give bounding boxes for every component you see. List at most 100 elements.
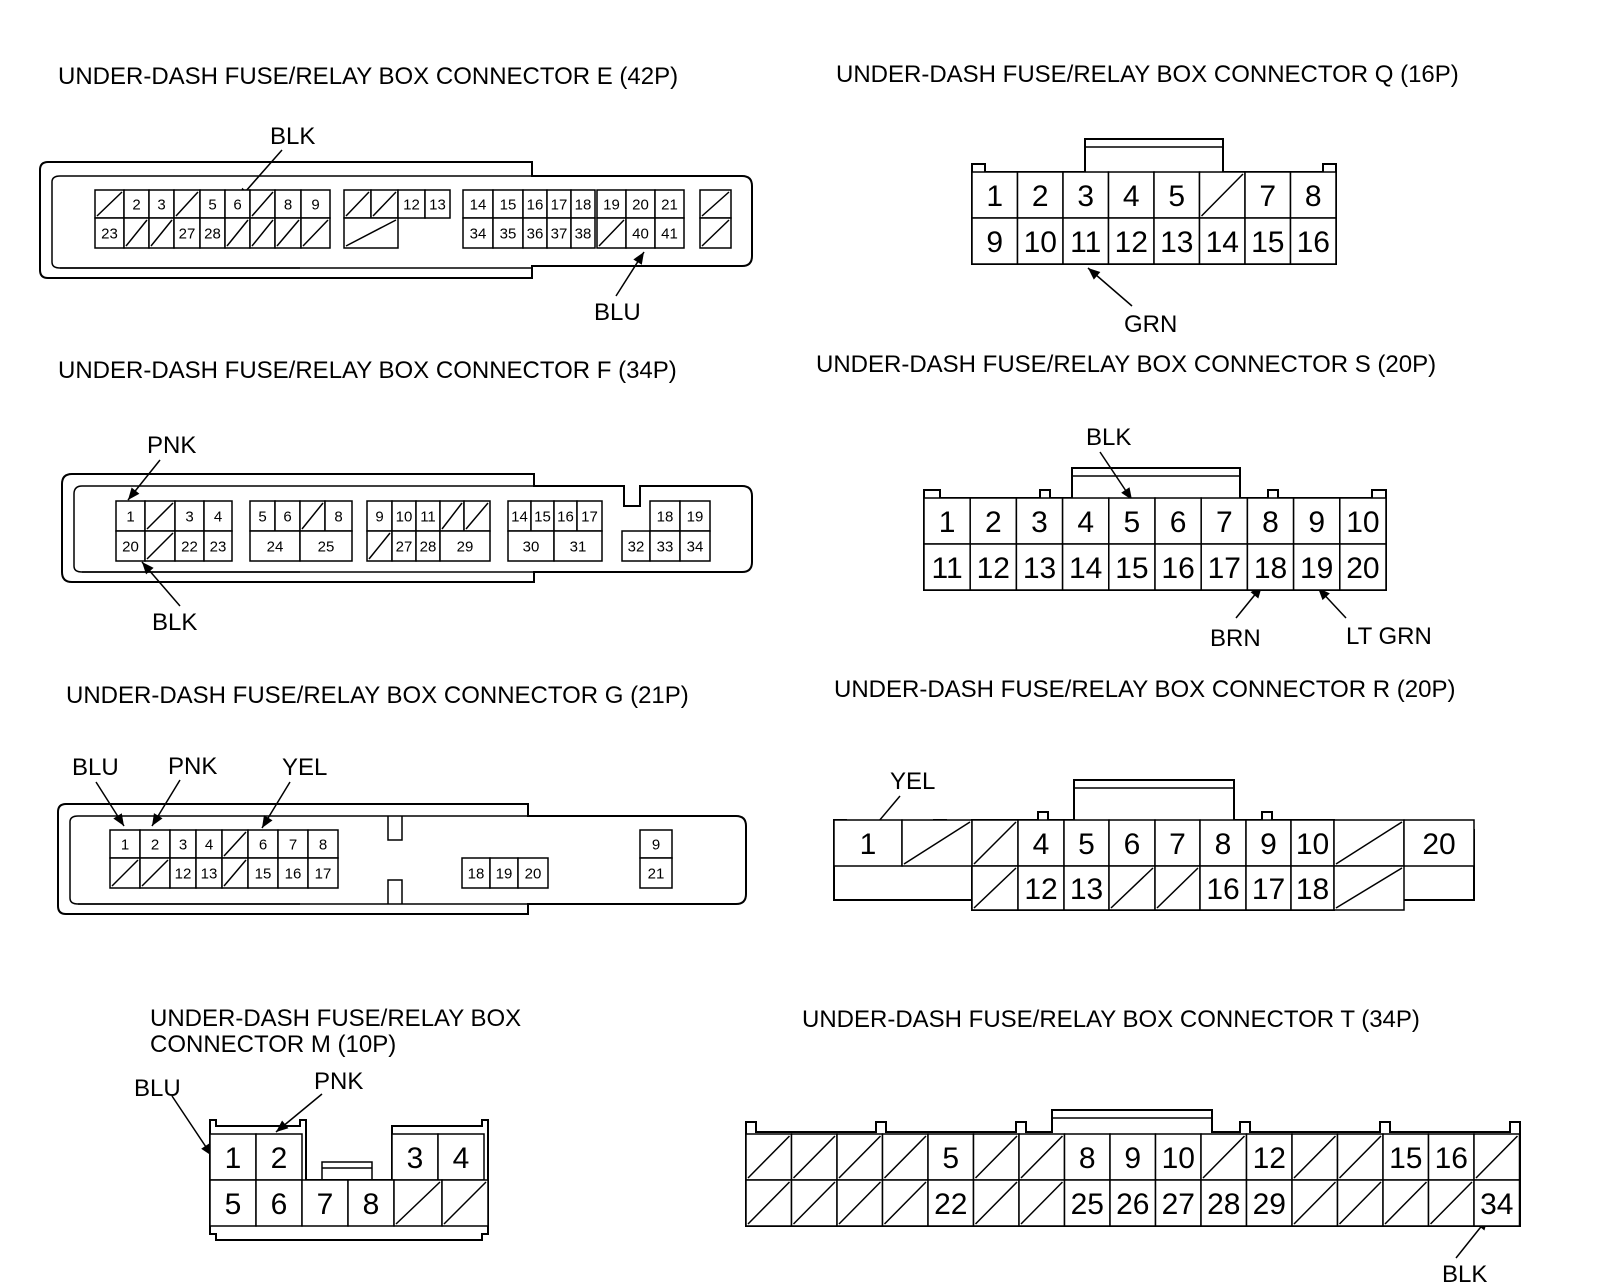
- terminal-cell: 1: [109, 829, 141, 859]
- terminal-s-11: 11: [932, 552, 963, 585]
- terminal-box: [492, 189, 524, 219]
- terminal-f-25: 25: [318, 538, 335, 555]
- connector-g-slot-top: [387, 816, 403, 841]
- terminal-f-3: 3: [185, 508, 193, 525]
- terminal-t-29: 29: [1253, 1188, 1286, 1221]
- terminal-cell: 5: [927, 1133, 975, 1181]
- terminal-cell: [790, 1179, 838, 1227]
- unused-terminal-slash: [223, 859, 247, 887]
- terminal-box: [1109, 1179, 1157, 1227]
- terminal-q-8: 8: [1305, 180, 1322, 213]
- connector-g-slot-bottom: [387, 879, 403, 904]
- terminal-cell: 9: [971, 217, 1019, 265]
- terminal-cell: [1200, 1133, 1248, 1181]
- terminal-g-20: 20: [525, 865, 542, 882]
- terminal-cell: 20: [115, 530, 146, 562]
- unused-terminal-slash: [465, 502, 489, 530]
- terminal-cell: 6: [1154, 497, 1202, 545]
- terminal-e-21: 21: [661, 196, 678, 213]
- terminal-box: [1403, 819, 1475, 867]
- wire-label-g-yel: YEL: [282, 754, 327, 781]
- terminal-f-4: 4: [214, 508, 222, 525]
- terminal-cell: 1: [833, 819, 903, 867]
- leader-s-blk-head: [1121, 487, 1132, 500]
- terminal-cell: 1: [209, 1133, 257, 1181]
- terminal-box: [169, 857, 197, 889]
- terminal-cell: 15: [247, 857, 279, 889]
- terminal-cell: 20: [517, 857, 549, 889]
- terminal-box: [625, 217, 656, 249]
- title-connector-e: UNDER-DASH FUSE/RELAY BOX CONNECTOR E (4…: [58, 63, 678, 90]
- unused-terminal-slash: [974, 1135, 1018, 1179]
- terminal-box: [209, 1179, 257, 1227]
- terminal-cell: 6: [224, 189, 251, 219]
- terminal-cell: 6: [274, 500, 301, 532]
- terminal-g-6: 6: [259, 836, 267, 853]
- terminal-box: [1016, 217, 1064, 265]
- terminal-cell: 5: [1063, 819, 1110, 867]
- terminal-cell: [1291, 1133, 1339, 1181]
- terminal-cell: 26: [1109, 1179, 1157, 1227]
- terminal-m-5: 5: [225, 1188, 242, 1221]
- terminal-box: [679, 530, 711, 562]
- terminal-cell: 12: [397, 189, 426, 219]
- unused-terminal-slash: [276, 219, 300, 247]
- terminal-box: [1290, 819, 1335, 867]
- terminal-e-41: 41: [661, 225, 678, 242]
- terminal-box: [639, 857, 673, 889]
- terminal-box: [1427, 1133, 1475, 1181]
- unused-terminal-slash: [838, 1135, 882, 1179]
- terminal-cell: [699, 217, 732, 249]
- terminal-e-9: 9: [311, 196, 319, 213]
- terminal-s-17: 17: [1208, 552, 1241, 585]
- terminal-g-8: 8: [319, 836, 327, 853]
- terminal-cell: 9: [639, 829, 673, 859]
- terminal-cell: 3: [1062, 171, 1110, 219]
- terminal-cell: 5: [209, 1179, 257, 1227]
- terminal-cell: 3: [1015, 497, 1064, 545]
- terminal-box: [439, 530, 491, 562]
- terminal-r-6: 6: [1124, 828, 1141, 861]
- terminal-e-8: 8: [284, 196, 292, 213]
- terminal-g-17: 17: [315, 865, 332, 882]
- wire-label-s-ltgrn: LT GRN: [1346, 623, 1432, 650]
- leader-f-pnk-head: [128, 487, 140, 500]
- unused-terminal-slash: [1335, 821, 1403, 865]
- terminal-cell: 11: [1062, 217, 1110, 265]
- terminal-box: [123, 189, 150, 219]
- terminal-cell: 16: [1199, 865, 1247, 911]
- terminal-box: [301, 1179, 349, 1227]
- terminal-box: [507, 530, 555, 562]
- terminal-cell: 17: [546, 189, 572, 219]
- terminal-t-8: 8: [1079, 1142, 1096, 1175]
- terminal-cell: 8: [1199, 819, 1247, 867]
- terminal-q-4: 4: [1123, 180, 1140, 213]
- terminal-t-12: 12: [1253, 1142, 1286, 1175]
- terminal-cell: 2: [969, 497, 1018, 545]
- terminal-f-10: 10: [396, 508, 413, 525]
- terminal-cell: 10: [1290, 819, 1335, 867]
- terminal-box: [1017, 819, 1065, 867]
- terminal-cell: 10: [391, 500, 417, 532]
- terminal-cell: [901, 819, 973, 867]
- terminal-s-5: 5: [1124, 506, 1141, 539]
- terminal-cell: [1333, 819, 1405, 867]
- terminal-cell: 12: [969, 543, 1018, 591]
- terminal-r-8: 8: [1215, 828, 1232, 861]
- terminal-cell: [463, 500, 491, 532]
- terminal-f-9: 9: [375, 508, 383, 525]
- terminal-q-7: 7: [1259, 180, 1276, 213]
- unused-terminal-slash: [1338, 1135, 1382, 1179]
- terminal-r-10: 10: [1296, 828, 1329, 861]
- terminal-f-11: 11: [420, 508, 436, 525]
- terminal-box: [461, 857, 491, 889]
- terminal-t-15: 15: [1389, 1142, 1422, 1175]
- terminal-cell: 1: [923, 497, 971, 545]
- terminal-r-17: 17: [1252, 873, 1285, 906]
- terminal-box: [391, 530, 417, 562]
- terminal-cell: 7: [301, 1179, 349, 1227]
- terminal-cell: 36: [522, 217, 548, 249]
- unused-terminal-slash: [345, 219, 397, 247]
- terminal-e-37: 37: [551, 225, 568, 242]
